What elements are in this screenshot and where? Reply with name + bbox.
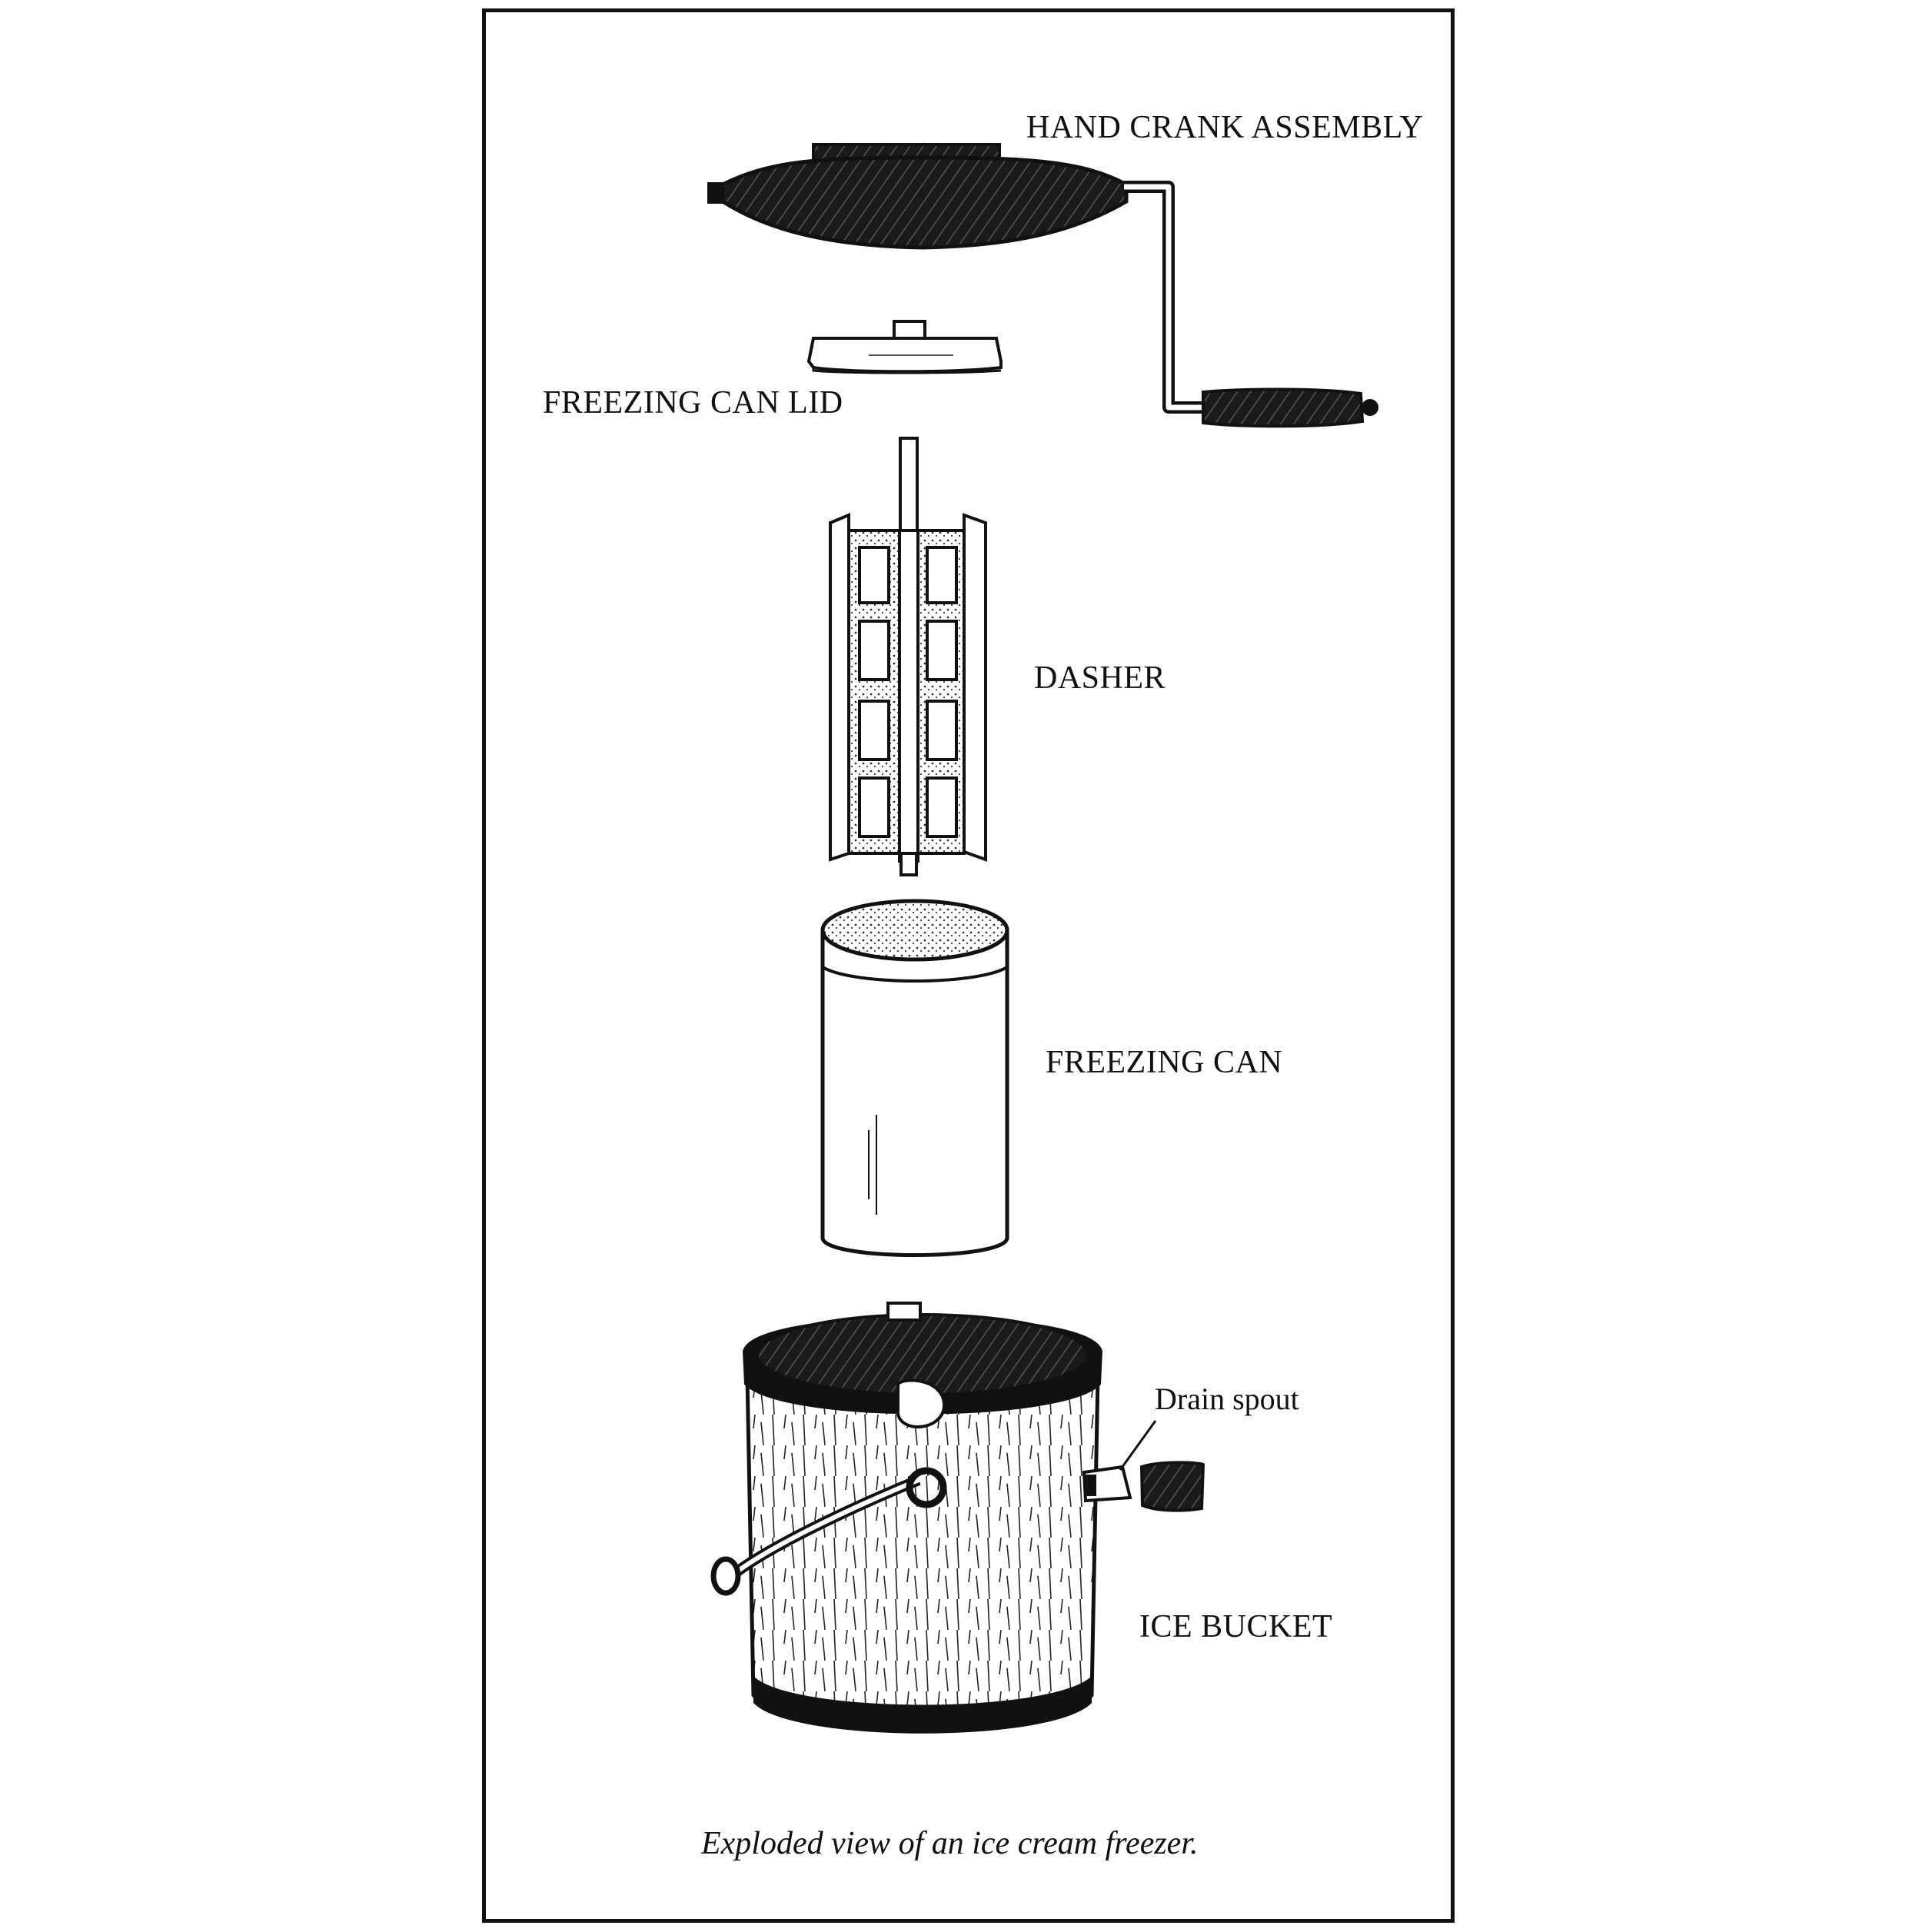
crank-arm [1124,181,1207,414]
hand-crank-assembly [707,143,1378,428]
ice-bucket [710,1302,1205,1734]
dasher [829,437,987,876]
label-freezing-can-lid: FREEZING CAN LID [543,385,843,421]
freezing-can [820,899,1009,1257]
label-freezing-can: FREEZING CAN [1046,1045,1283,1080]
label-dasher: DASHER [1034,660,1166,696]
figure-frame [482,8,1455,1923]
figure-caption: Exploded view of an ice cream freezer. [701,1826,1199,1861]
label-drain-spout: Drain spout [1155,1382,1299,1416]
freezing-can-lid [806,320,1003,374]
crank-housing [720,155,1129,250]
label-hand-crank-assembly: HAND CRANK ASSEMBLY [1026,110,1424,145]
label-ice-bucket: ICE BUCKET [1139,1609,1333,1644]
crank-handle [1202,387,1365,428]
crank-left-knob [707,182,724,204]
